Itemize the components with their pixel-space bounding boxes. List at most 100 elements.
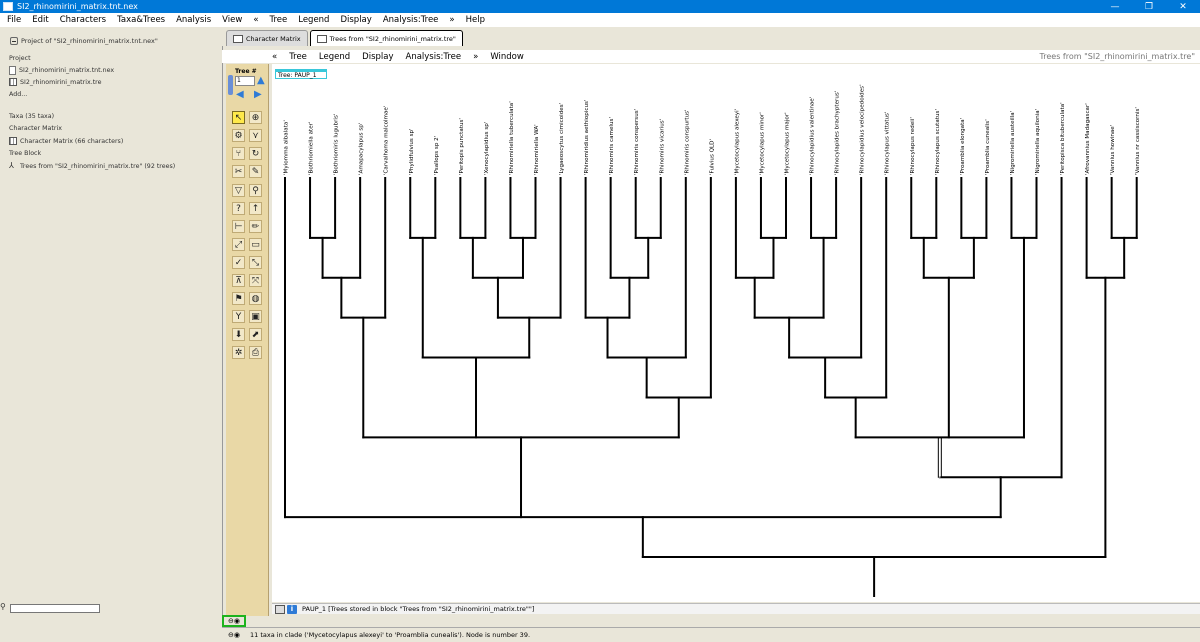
character-matrix-item[interactable]: Character Matrix (66 characters) <box>9 137 123 145</box>
eye-icon[interactable]: ⊖◉ <box>228 631 240 639</box>
box-tool-icon[interactable]: ▣ <box>249 310 262 323</box>
taxa-item[interactable]: Taxa (35 taxa) <box>9 113 54 120</box>
taxon-label[interactable]: 'Myiomma albalata' <box>284 120 290 175</box>
menu-expand-right[interactable]: » <box>449 15 455 25</box>
taxon-label[interactable]: 'Phylidfulvius sp' <box>409 128 415 175</box>
menu-view[interactable]: View <box>222 15 243 25</box>
move-branch-tool-icon[interactable]: ⊢ <box>232 220 245 233</box>
menu-collapse-left[interactable]: « <box>253 15 259 25</box>
tab-trees[interactable]: Trees from "SI2_rhinomirini_matrix.tre" <box>309 30 463 46</box>
taxon-label[interactable]: 'Amapacylapus sp' <box>359 123 365 175</box>
collapse-icon[interactable] <box>10 37 18 45</box>
taxon-label[interactable]: 'Mycetocylapus alexeyi' <box>734 109 740 175</box>
eye-toggle-icon[interactable]: ⊖◉ <box>222 615 246 627</box>
taxa-tool-icon[interactable]: ✓ <box>232 256 245 269</box>
taxon-label[interactable]: 'Rhinocylapidius velocipedoides' <box>860 84 866 175</box>
tree-menu-legend[interactable]: Legend <box>318 51 351 62</box>
taxon-label[interactable]: 'Peritopis punctatus' <box>459 118 465 175</box>
reroot-tool-icon[interactable]: ⋎ <box>249 129 262 142</box>
maximize-button[interactable]: ❐ <box>1144 1 1154 12</box>
prune-tool-icon[interactable]: ⤡ <box>249 256 262 269</box>
cut-tool-icon[interactable]: ✂ <box>232 165 245 178</box>
taxon-label[interactable]: 'Lygaeoscytus cimicoides' <box>559 103 565 175</box>
taxon-label[interactable]: 'Nigromiriella aquilonia' <box>1035 109 1041 175</box>
menu-file[interactable]: File <box>7 15 22 25</box>
taxon-label[interactable]: 'Mycetocylapus major' <box>785 112 791 175</box>
table-icon[interactable] <box>275 604 285 614</box>
tree-menu-window[interactable]: Window <box>490 51 524 62</box>
taxon-label[interactable]: 'Bothriomiris lugubris' <box>334 114 340 175</box>
taxon-label[interactable]: 'Rhinomiris conspersus' <box>634 109 640 175</box>
close-button[interactable]: ✕ <box>1179 1 1187 12</box>
tree-number-field[interactable]: 1 <box>235 76 255 86</box>
taxon-label[interactable]: 'Proamblia elongata' <box>960 118 966 175</box>
menu-legend[interactable]: Legend <box>298 15 330 25</box>
taxon-label[interactable]: 'Rhinomiriella tuberculata' <box>509 101 515 175</box>
taxon-label[interactable]: 'Rhinomiris camelus' <box>609 117 615 175</box>
taxon-label[interactable]: 'Xenocylapidius sp' <box>484 122 490 175</box>
taxon-label[interactable]: 'Rhinocylapus scutatus' <box>935 109 941 175</box>
brush-tool-icon[interactable]: ⬈ <box>249 328 262 341</box>
taxon-label[interactable]: 'Proamblia cunealis' <box>985 119 991 175</box>
settings-tool-icon[interactable]: ✲ <box>232 346 245 359</box>
taxon-label[interactable]: 'Rhinomiris vicarius' <box>659 119 665 175</box>
taxon-label[interactable]: 'Rhinomiriella WA' <box>534 124 540 175</box>
taxon-label[interactable]: 'Mycetocylapus minor' <box>759 112 765 175</box>
search-tool-icon[interactable]: ⚲ <box>249 184 262 197</box>
info-icon[interactable]: i <box>287 604 297 614</box>
taxon-label[interactable]: 'Psallops sp 2' <box>434 136 440 175</box>
magnify-tool-icon[interactable]: ⊕ <box>249 111 262 124</box>
menu-edit[interactable]: Edit <box>32 15 49 25</box>
ruler-tool-icon[interactable]: ▭ <box>249 238 262 251</box>
taxon-label[interactable]: 'Rhinomiridius aethiopicus' <box>584 100 590 175</box>
menu-characters[interactable]: Characters <box>59 15 107 25</box>
tree-menu-tree[interactable]: Tree <box>289 51 307 62</box>
menu-tree[interactable]: Tree <box>269 15 288 25</box>
menu-taxa-trees[interactable]: Taxa&Trees <box>117 15 166 25</box>
project-header[interactable]: Project of "SI2_rhinomirini_matrix.tnt.n… <box>0 32 220 50</box>
taxon-label[interactable]: 'Peritopisca bituberculata' <box>1060 102 1066 175</box>
taxon-label[interactable]: 'Fulvius QLD' <box>709 139 715 175</box>
taxon-label[interactable]: 'Rhinomiris conspurtus' <box>684 109 690 175</box>
taxon-label[interactable]: 'Vannius howinae' <box>1110 125 1116 175</box>
node-info-tool-icon[interactable]: ⚙ <box>232 129 245 142</box>
help-tool-icon[interactable]: ? <box>232 202 245 215</box>
scale-tool-icon[interactable]: ⤢ <box>232 238 245 251</box>
menu-help[interactable]: Help <box>465 15 486 25</box>
taxon-label[interactable]: 'Rhinocylapides brachypterus' <box>835 91 841 175</box>
menu-display[interactable]: Display <box>340 15 372 25</box>
project-file-nex[interactable]: SI2_rhinomirini_matrix.tnt.nex <box>9 66 114 75</box>
menu-analysis-tree[interactable]: Analysis:Tree <box>382 15 439 25</box>
spread-tool-icon[interactable]: ⤧ <box>249 274 262 287</box>
globe-tool-icon[interactable]: ◍ <box>249 292 262 305</box>
tree-menu-collapse[interactable]: « <box>272 51 278 62</box>
interchange-tool-icon[interactable]: ⊼ <box>232 274 245 287</box>
taxon-label[interactable]: 'Vannius nr cassiscornis' <box>1135 107 1141 175</box>
arrow-tool-icon[interactable]: ↖ <box>232 111 245 124</box>
search-input[interactable] <box>10 604 100 613</box>
previous-tree-icon[interactable]: ◀ <box>236 89 244 100</box>
taxon-label[interactable]: 'Nigromiriella austeilla' <box>1010 111 1016 175</box>
collapse-tool-icon[interactable]: ▽ <box>232 184 245 197</box>
add-link[interactable]: Add... <box>9 91 27 98</box>
print-tool-icon[interactable]: ⎙ <box>249 346 262 359</box>
project-file-tre[interactable]: SI2_rhinomirini_matrix.tre <box>9 78 102 86</box>
tree-next-up-icon[interactable]: ▲ <box>257 75 265 86</box>
taxon-label[interactable]: 'Rhinocylapus vittatus' <box>885 111 891 175</box>
rotate-tool-icon[interactable]: ↻ <box>249 147 262 160</box>
pin-tool-icon[interactable]: ⬇ <box>232 328 245 341</box>
next-tree-icon[interactable]: ▶ <box>254 89 262 100</box>
flag-tool-icon[interactable]: ⚑ <box>232 292 245 305</box>
tree-canvas[interactable]: 'Myiomma albalata''Bothriomiella ater''B… <box>272 64 1200 602</box>
taxon-label[interactable]: 'Afrovannius Madagascar' <box>1085 103 1091 175</box>
tab-character-matrix[interactable]: Character Matrix <box>226 30 308 46</box>
tree-menu-display[interactable]: Display <box>362 51 394 62</box>
tree-menu-expand[interactable]: » <box>473 51 479 62</box>
tree-menu-analysis-tree[interactable]: Analysis:Tree <box>405 51 462 62</box>
taxon-label[interactable]: 'Carvalhoma malcolmae' <box>384 106 390 175</box>
taxon-label[interactable]: 'Rhinocylapus redeii' <box>910 117 916 175</box>
fork-tool-icon[interactable]: Y <box>232 310 245 323</box>
taxon-label[interactable]: 'Rhinocylapidius valentinae' <box>810 97 816 175</box>
pencil-tool-icon[interactable]: ✏ <box>249 220 262 233</box>
menu-analysis[interactable]: Analysis <box>176 15 212 25</box>
